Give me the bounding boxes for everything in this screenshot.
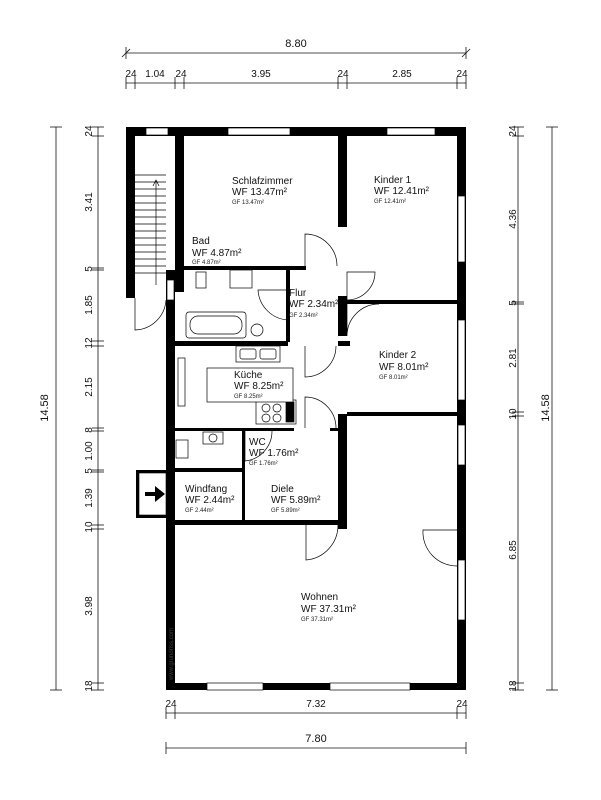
room-wf: WF 8.01m² [379, 362, 429, 373]
room-gf: GF 2.34m² [289, 313, 318, 319]
room-labels: Schlafzimmer WF 13.47m² GF 13.47m² Kinde… [169, 175, 430, 681]
room-gf: GF 2.44m² [185, 508, 214, 514]
dim-left-seg: 5 [84, 468, 95, 474]
dim-top-seg: 3.95 [251, 69, 271, 80]
dim-top-seg: 24 [175, 69, 187, 80]
dim-right-seg: 5 [508, 300, 519, 306]
room-gf: GF 4.87m² [192, 260, 221, 266]
room-gf: GF 5.89m² [271, 508, 300, 514]
washbasin-icon [229, 269, 253, 289]
entrance-arrow-icon [138, 472, 167, 516]
room-name: Kinder 2 [379, 350, 417, 361]
dim-top-seg: 2.85 [392, 69, 412, 80]
dim-left-seg: 12 [84, 337, 95, 349]
dim-bottom-seg: 7.32 [306, 699, 326, 710]
room-name: Windfang [185, 484, 227, 495]
room-name: Flur [289, 288, 307, 299]
dim-left-seg: 5 [84, 266, 95, 272]
dim-bottom-total: 7.80 [305, 733, 326, 745]
room-gf: GF 13.47m² [232, 200, 264, 206]
room-wf: WF 2.44m² [185, 495, 235, 506]
dim-left-seg: 1.85 [84, 295, 95, 315]
dim-left-seg: 10 [84, 521, 95, 533]
room-gf: GF 8.25m² [234, 394, 263, 400]
door-swings [134, 233, 458, 567]
walls [126, 127, 466, 690]
watermark: www.grundriss.com [169, 628, 175, 681]
room-wf: WF 4.87m² [192, 248, 242, 259]
room-name: Wohnen [301, 592, 338, 603]
dim-left-seg: 3.98 [84, 596, 95, 616]
dim-bottom-seg: 24 [456, 699, 468, 710]
dim-right-seg: 24 [508, 125, 519, 137]
room-wf: WF 8.25m² [234, 381, 284, 392]
dim-top-seg: 24 [456, 69, 468, 80]
wc-toilet-icon [175, 439, 189, 459]
dim-left-seg: 1.00 [84, 441, 95, 461]
room-name: WC [249, 437, 266, 448]
room-gf: GF 37.31m² [301, 617, 333, 623]
dim-right-seg: 18 [508, 680, 519, 692]
dim-left-seg: 24 [84, 125, 95, 137]
dim-top-seg: 24 [125, 69, 137, 80]
room-wf: WF 5.89m² [271, 495, 321, 506]
dim-bottom-seg: 24 [165, 699, 177, 710]
room-gf: GF 1.76m² [249, 461, 278, 467]
room-name: Bad [192, 236, 210, 247]
dim-left-seg: 1.39 [84, 488, 95, 508]
room-wf: WF 1.76m² [249, 448, 299, 459]
fixtures [175, 269, 297, 459]
windows [145, 127, 466, 691]
room-wf: WF 13.47m² [232, 187, 288, 198]
dimension-labels: 8.80 24 1.04 24 3.95 24 2.85 24 14.58 24… [39, 38, 552, 745]
room-wf: WF 2.34m² [289, 299, 339, 310]
room-name: Kinder 1 [374, 175, 412, 186]
dimension-lines [50, 47, 558, 754]
room-gf: GF 8.01m² [379, 375, 408, 381]
dim-left-seg: 8 [84, 427, 95, 433]
dim-left-seg: 3.41 [84, 192, 95, 212]
room-wf: WF 12.41m² [374, 186, 430, 197]
toilet-icon [195, 271, 207, 289]
dim-right-seg: 2.81 [508, 348, 519, 368]
dim-right-total: 14.58 [540, 394, 552, 422]
room-name: Diele [271, 484, 294, 495]
dim-left-total: 14.58 [39, 394, 51, 422]
dim-top-seg: 1.04 [145, 69, 165, 80]
dim-left-seg: 2.15 [84, 377, 95, 397]
room-name: Schlafzimmer [232, 176, 293, 187]
stairs [135, 174, 166, 285]
dim-top-seg: 24 [337, 69, 349, 80]
dim-left-seg: 18 [84, 680, 95, 692]
dim-right-seg: 4.36 [508, 209, 519, 229]
room-wf: WF 37.31m² [301, 604, 357, 615]
dim-right-seg: 10 [508, 408, 519, 420]
dim-top-total: 8.80 [285, 38, 306, 50]
dim-right-seg: 6.85 [508, 540, 519, 560]
room-name: Küche [234, 370, 263, 381]
room-gf: GF 12.41m² [374, 199, 406, 205]
